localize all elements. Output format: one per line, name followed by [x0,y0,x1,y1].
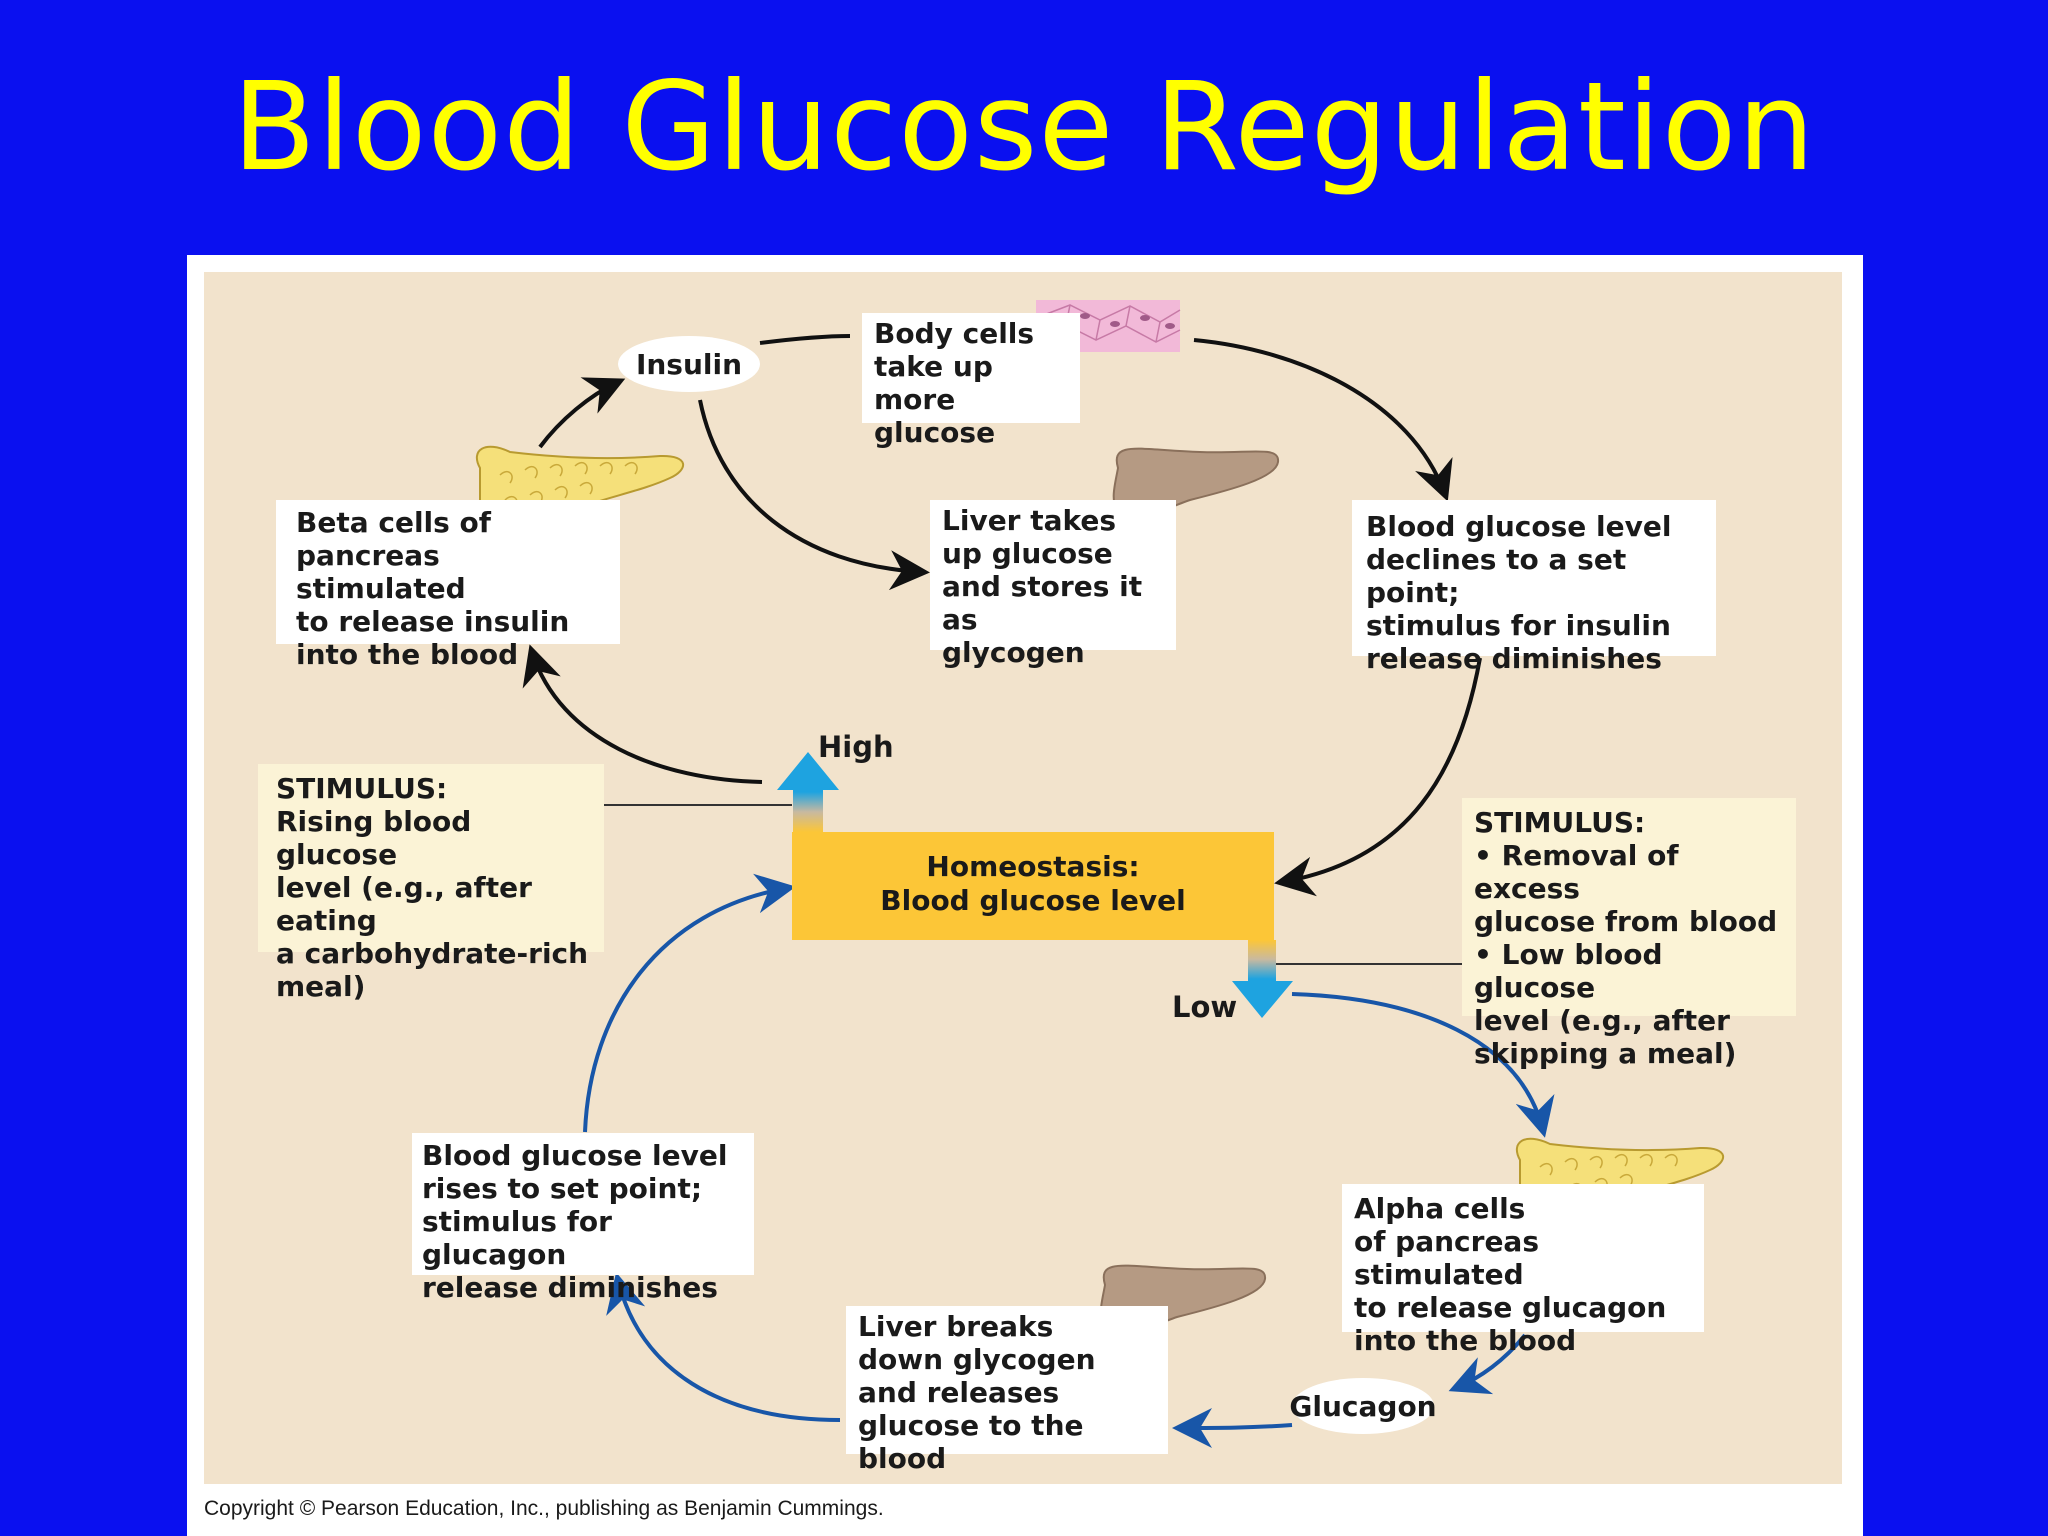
low-label: Low [1172,990,1238,1024]
homeostasis-box: Homeostasis: Blood glucose level [792,832,1274,940]
arrow-liver-to-rises [606,1272,841,1422]
homeostasis-heading: Homeostasis: [926,850,1140,883]
stimulus-low-box: STIMULUS: • Removal of excess glucose fr… [1462,798,1796,1070]
arrow-low-to-alpha [1291,992,1555,1138]
alpha-cells-box: Alpha cells of pancreas stimulated to re… [1342,1184,1704,1357]
arrow-insulin-to-bodycells [759,334,851,345]
beta-cells-box: Beta cells of pancreas stimulated to rel… [276,500,620,671]
arrow-insulin-to-liver [698,399,930,591]
arrow-rises-to-homeostasis [583,873,796,1133]
glucose-declines-box: Blood glucose level declines to a set po… [1352,500,1716,675]
low-arrow [1232,940,1293,1018]
high-label: High [818,730,894,764]
arrow-high-to-beta [522,644,763,784]
arrow-alpha-to-glucagon [1448,1333,1527,1395]
arrow-decline-to-homeostasis [1274,657,1482,897]
homeostasis-subtitle: Blood glucose level [880,884,1186,917]
arrow-bodycells-to-decline [1193,338,1453,502]
arrow-beta-to-insulin [538,377,626,449]
copyright-text: Copyright © Pearson Education, Inc., pub… [204,1497,884,1520]
stimulus-high-box: STIMULUS: Rising blood glucose level (e.… [258,764,604,1003]
glucagon-pathway-arrows [583,873,1555,1448]
high-arrow [777,752,839,832]
arrow-glucagon-to-liver [1172,1407,1293,1448]
body-cells-box: Body cells take up more glucose [862,313,1080,449]
insulin-pathway-arrows [522,334,1482,897]
liver-breaks-box: Liver breaks down glycogen and releases … [846,1306,1168,1475]
liver-takes-box: Liver takes up glucose and stores it as … [930,500,1176,669]
slide-title: Blood Glucose Regulation [232,56,1816,198]
glucose-rises-box: Blood glucose level rises to set point; … [412,1133,754,1304]
glucagon-label: Glucagon [1289,1378,1437,1434]
insulin-label: Insulin [618,336,760,392]
